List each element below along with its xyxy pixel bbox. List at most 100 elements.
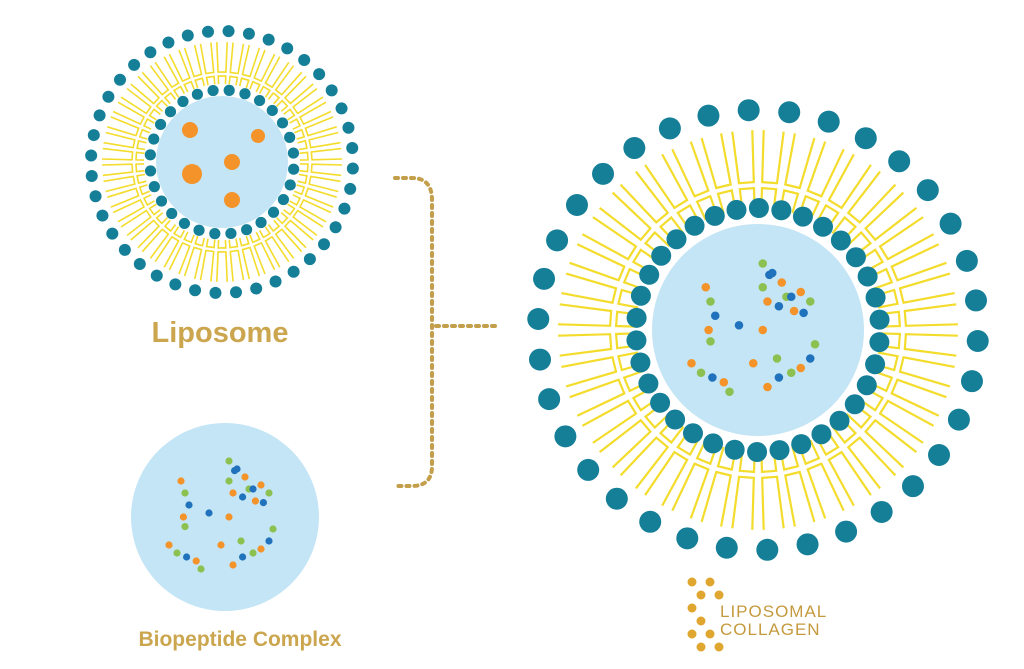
outer-tail [569, 378, 626, 417]
inner-tail [136, 173, 147, 185]
inner-tail [172, 85, 186, 98]
peptide-bead [179, 513, 187, 521]
encapsulated-particle [182, 164, 202, 184]
outer-head [113, 73, 126, 86]
biopeptide-label: Biopeptide Complex [138, 628, 341, 651]
outer-head [955, 249, 978, 272]
outer-heads [527, 99, 989, 561]
inner-tail [148, 108, 161, 121]
inner-head [726, 199, 747, 220]
inner-tail [249, 231, 261, 244]
outer-tail [671, 462, 710, 519]
outer-tail [292, 209, 324, 237]
outer-head [715, 536, 738, 559]
peptide-bead [269, 525, 277, 533]
inner-heads [144, 84, 300, 240]
peptide-bead [805, 354, 815, 363]
outer-tail [274, 228, 303, 259]
outer-tail [112, 198, 146, 223]
outer-tail [130, 75, 161, 105]
peptide-bead [786, 292, 796, 302]
outer-head [250, 282, 263, 295]
outer-tail [561, 272, 618, 304]
inner-tail [138, 128, 151, 140]
inner-tail [738, 450, 756, 474]
inner-tail [676, 203, 701, 230]
logo-dot [687, 603, 697, 613]
biopeptide-complex-illustration [131, 423, 319, 611]
inner-head [830, 230, 851, 251]
outer-head [133, 258, 146, 271]
inner-head [177, 95, 189, 108]
outer-tail [644, 153, 689, 210]
inner-tail [878, 332, 902, 350]
peptide-bead [249, 485, 257, 493]
outer-head [888, 150, 911, 173]
outer-tail [310, 163, 343, 177]
inner-head [771, 200, 792, 221]
peptide-bead [192, 557, 200, 565]
inner-head [626, 330, 647, 351]
peptide-bead [772, 354, 782, 363]
outer-tail [644, 450, 689, 507]
liposome-label: Liposome [152, 317, 289, 349]
peptide-bead [710, 311, 720, 321]
inner-head [665, 409, 686, 430]
peptide-bead [734, 320, 744, 330]
peptide-bead [197, 565, 205, 573]
outer-head [538, 388, 561, 411]
outer-head [325, 84, 338, 97]
liposome-illustration [85, 25, 359, 299]
outer-head [128, 58, 141, 71]
outer-tail [120, 87, 152, 115]
inner-tail [797, 439, 821, 466]
outer-head [737, 99, 760, 122]
outer-tail [107, 187, 140, 208]
outer-head [303, 253, 316, 266]
inner-tail [738, 186, 756, 210]
inner-tail [276, 99, 289, 112]
peptide-bead [251, 497, 259, 505]
outer-tail [903, 303, 958, 327]
inner-tail [183, 231, 195, 244]
inner-head [148, 133, 160, 145]
inner-tail [614, 310, 638, 328]
inner-tail [831, 215, 858, 243]
outer-tail [598, 418, 652, 469]
inner-tail [297, 173, 308, 185]
inner-tail [155, 99, 168, 112]
inner-tail [217, 239, 227, 249]
outer-head [169, 278, 182, 291]
outer-head [346, 162, 359, 175]
inner-tail [258, 85, 272, 98]
peptide-bead [796, 363, 806, 373]
inner-head [164, 106, 177, 118]
outer-tail [581, 216, 638, 261]
inner-head [166, 207, 178, 220]
outer-tail [890, 378, 947, 417]
inner-head [792, 206, 813, 227]
inner-head [626, 307, 647, 328]
outer-tail [700, 133, 732, 190]
lipid-tails [558, 130, 958, 530]
logo-dot [714, 642, 724, 652]
peptide-bead [173, 549, 181, 557]
inner-head [284, 131, 296, 143]
inner-tail [228, 238, 239, 249]
outer-tail [168, 241, 191, 275]
inner-head [865, 287, 886, 308]
outer-head [756, 538, 779, 561]
peptide-bead [789, 306, 799, 316]
outer-tail [827, 450, 872, 507]
peptide-bead [763, 382, 772, 392]
outer-head [181, 29, 194, 42]
inner-tail [643, 403, 671, 430]
inner-head [178, 217, 191, 230]
outer-tail [846, 436, 897, 490]
outer-head [269, 275, 282, 288]
inner-tail [631, 248, 658, 273]
inner-tail [136, 139, 147, 151]
inner-head [869, 332, 890, 353]
inner-head [276, 117, 289, 129]
outer-tail [141, 228, 170, 259]
